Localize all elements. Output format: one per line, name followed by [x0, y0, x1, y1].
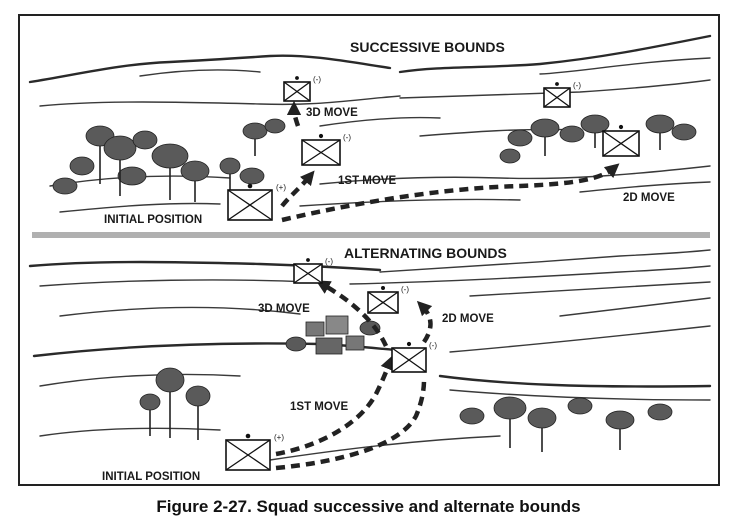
unit-first-move: (-): [301, 133, 351, 166]
initial-position-label: INITIAL POSITION: [102, 471, 200, 483]
unit-modifier: (-): [325, 257, 333, 266]
unit-modifier: (+): [274, 433, 284, 442]
ground-line: [59, 202, 221, 213]
road-line: [438, 374, 712, 388]
third-move-label: 3D MOVE: [306, 107, 358, 119]
unit-initial-position: (+): [225, 433, 284, 471]
alternating-bounds-panel: (+) (-) (-) (-) ALTERNATING BOUNDS 3D MO…: [28, 245, 712, 483]
second-move-label: 2D MOVE: [442, 313, 494, 325]
road-line: [449, 389, 711, 401]
unit-third-move: (-): [293, 257, 333, 284]
ridgeline: [28, 54, 392, 84]
slope-line: [39, 373, 241, 387]
valley-line: [449, 325, 711, 353]
panel-divider: [32, 232, 710, 238]
initial-position-label: INITIAL POSITION: [104, 214, 202, 226]
figure-illustration: (+) (-) (-) (-): [28, 34, 712, 483]
ground-line: [319, 165, 711, 185]
figure-caption: Figure 2-27. Squad successive and altern…: [156, 497, 581, 516]
alternating-bounds-title: ALTERNATING BOUNDS: [344, 245, 507, 261]
unit-modifier: (-): [573, 81, 581, 90]
unit-modifier: (-): [313, 75, 321, 84]
hill-line: [59, 306, 301, 317]
hill-line: [39, 279, 311, 287]
third-move-arrow: [286, 100, 302, 127]
successive-bounds-panel: (+) (-) (-) (-): [28, 34, 712, 226]
foreground-line: [269, 435, 501, 461]
village-buildings: [285, 315, 381, 355]
third-move-label: 3D MOVE: [258, 303, 310, 315]
foreground-line: [39, 427, 221, 437]
ridgeline: [28, 260, 382, 272]
unit-first-move: (-): [391, 341, 437, 373]
third-move-arrow: [315, 280, 389, 347]
ground-line: [299, 198, 521, 207]
ridgeline: [539, 57, 711, 75]
hill-line: [419, 128, 581, 137]
unit-far-right: (-): [543, 81, 581, 108]
slope-line: [559, 297, 711, 317]
ridgeline: [139, 69, 261, 77]
second-move-label: 2D MOVE: [623, 192, 675, 204]
unit-modifier: (-): [429, 341, 437, 350]
second-team-arrow: [275, 379, 427, 471]
second-move-arrow: [281, 163, 620, 223]
ridgeline: [379, 249, 711, 273]
unit-second-move: [602, 124, 640, 157]
hill-line: [319, 116, 441, 127]
second-move-arrow: [416, 300, 433, 344]
hill-line: [399, 79, 711, 99]
figure-frame: (+) (-) (-) (-): [18, 14, 720, 486]
tree-cluster-center: [219, 118, 286, 192]
ridgeline: [398, 34, 712, 74]
first-move-arrow: [280, 170, 315, 208]
valley-line: [32, 342, 422, 358]
successive-bounds-title: SUCCESSIVE BOUNDS: [350, 39, 505, 55]
tree-cluster-left: [52, 125, 210, 202]
unit-third-move: (-): [283, 75, 321, 102]
first-move-label: 1ST MOVE: [338, 175, 396, 187]
first-move-arrow: [275, 355, 395, 457]
unit-modifier: (-): [343, 133, 351, 142]
hill-line: [469, 281, 711, 297]
ground-line: [579, 181, 711, 193]
tree-cluster-bottom-right: [459, 396, 673, 452]
hill-line: [39, 95, 401, 107]
hill-line: [349, 265, 711, 285]
unit-modifier: (-): [401, 285, 409, 294]
tree-cluster-right: [499, 114, 697, 164]
unit-modifier: (+): [276, 183, 286, 192]
tree-cluster-bottom-left: [139, 367, 211, 440]
unit-initial-position: (+): [227, 183, 286, 221]
first-move-label: 1ST MOVE: [290, 401, 348, 413]
unit-second-move: (-): [367, 285, 409, 314]
